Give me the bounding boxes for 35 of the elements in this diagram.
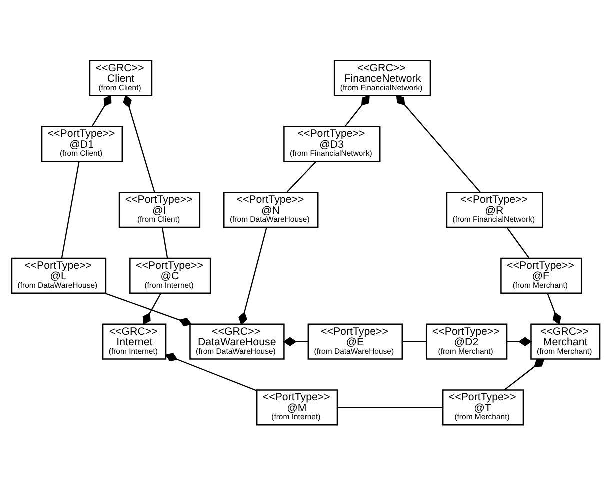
connector bbox=[396, 95, 481, 193]
connector bbox=[105, 293, 192, 327]
node-box: <<GRC>> FinanceNetwork (from FinancialNetwork) bbox=[334, 60, 432, 96]
connector bbox=[286, 162, 317, 193]
node-box: <<GRC>> Client (from Client) bbox=[89, 60, 153, 96]
node-box: <<PortType>> @R (from FinancialNetwork) bbox=[446, 192, 544, 228]
node-box: <<PortType>> @C (from Internet) bbox=[130, 258, 212, 294]
node-box: <<PortType>> @E (from DataWareHouse) bbox=[308, 324, 404, 360]
node-box: <<GRC>> DataWareHouse (from DataWareHouse) bbox=[190, 324, 285, 360]
connector bbox=[162, 228, 168, 258]
node-box: <<PortType>> @D2 (from Merchant) bbox=[426, 324, 508, 360]
node-box: <<PortType>> @D1 (from Client) bbox=[41, 126, 124, 162]
node-box: <<PortType>> @D3 (from FinancialNetwork) bbox=[284, 126, 381, 162]
connector bbox=[338, 407, 443, 408]
connector bbox=[345, 95, 370, 127]
connector bbox=[238, 228, 268, 326]
connector bbox=[165, 353, 258, 392]
connector bbox=[507, 337, 532, 346]
connector bbox=[123, 94, 156, 193]
connector bbox=[402, 341, 427, 342]
node-box: <<PortType>> @L (from DataWareHouse) bbox=[11, 258, 107, 294]
connector bbox=[92, 95, 112, 127]
node-box: <<PortType>> @F (from Merchant) bbox=[500, 258, 582, 294]
node-box: <<GRC>> Merchant (from Merchant) bbox=[530, 324, 601, 360]
connector bbox=[547, 294, 562, 325]
node-box: <<PortType>> @I (from Client) bbox=[118, 192, 201, 228]
connector bbox=[61, 162, 80, 258]
connector bbox=[506, 227, 530, 258]
node-box: <<GRC>> Internet (from Internet) bbox=[102, 324, 167, 360]
node-box: <<PortType>> @T (from Merchant) bbox=[442, 390, 524, 426]
connector bbox=[142, 293, 162, 325]
connector bbox=[283, 337, 308, 346]
node-box: <<PortType>> @N (from DataWareHouse) bbox=[224, 192, 319, 228]
node-box: <<PortType>> @M (from Internet) bbox=[256, 390, 338, 426]
connector bbox=[504, 358, 545, 390]
